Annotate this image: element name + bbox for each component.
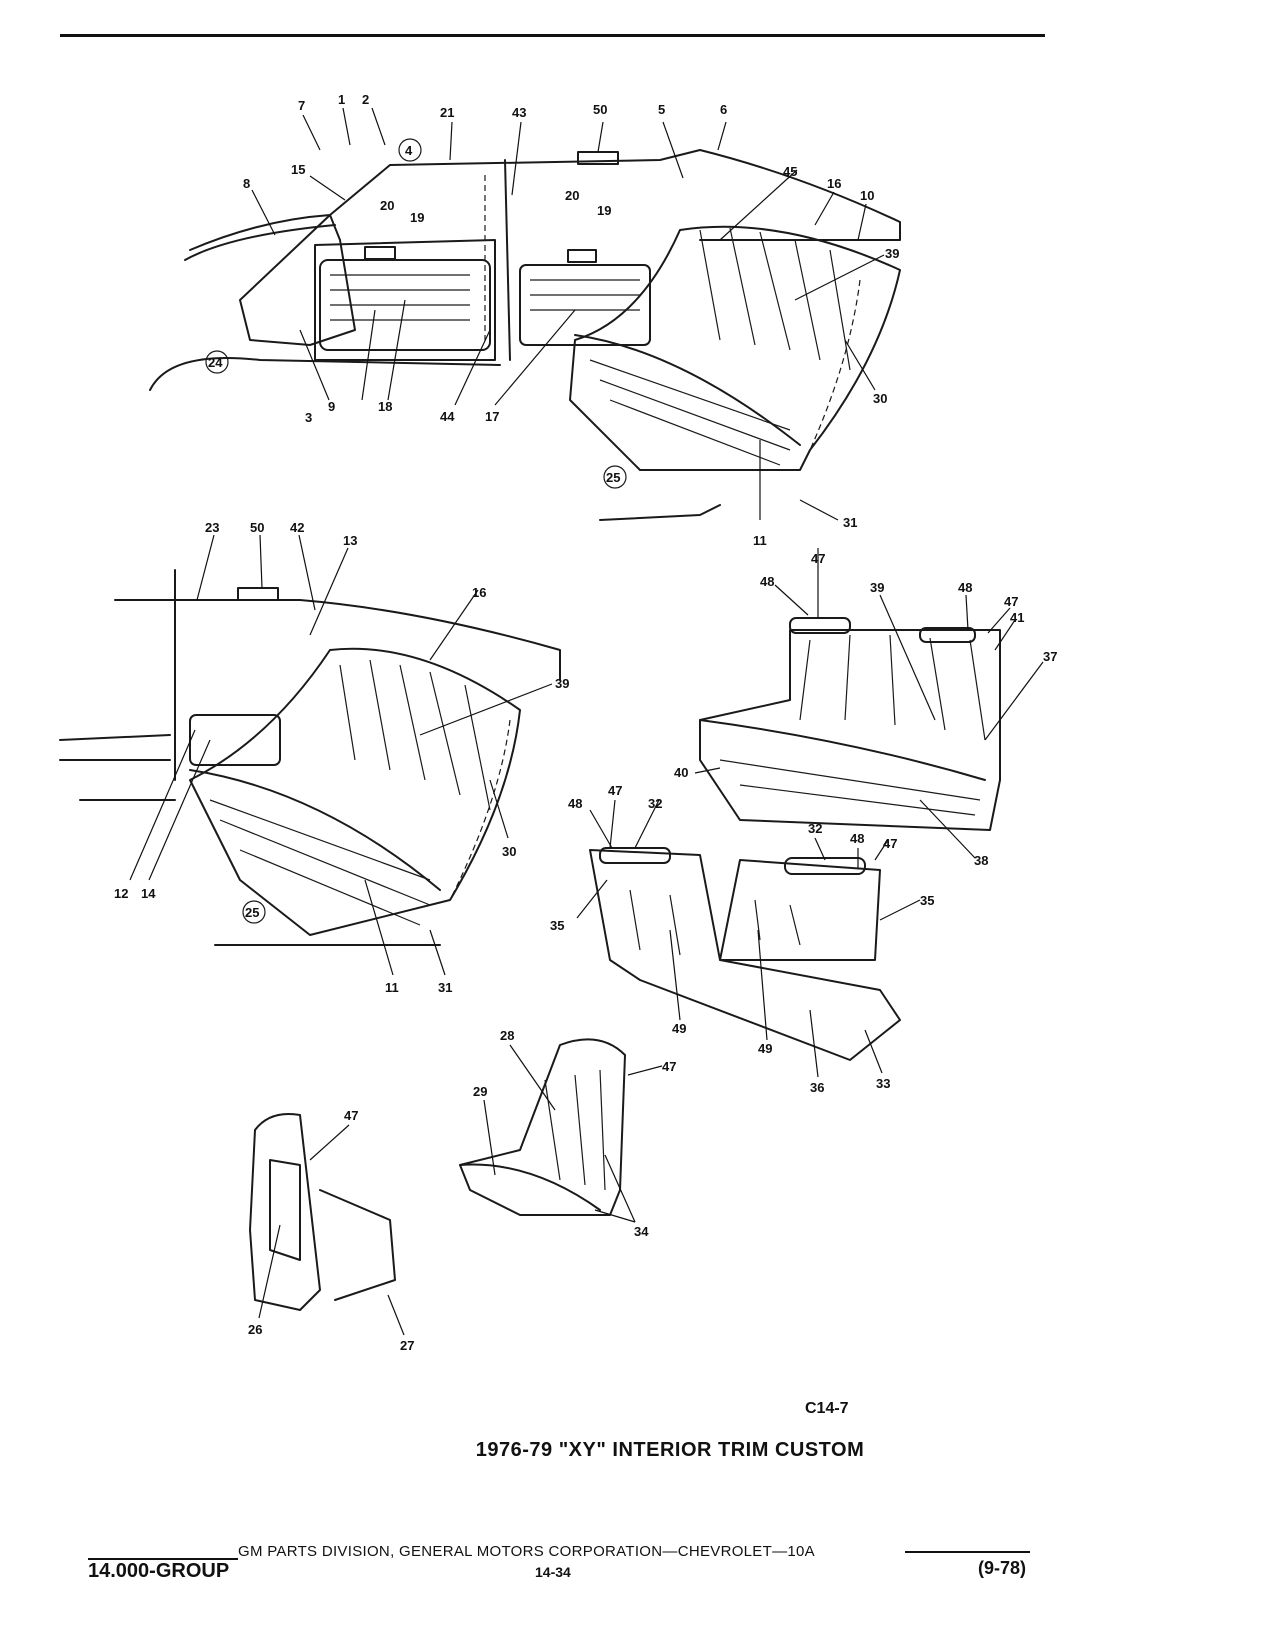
callout-circle — [603, 465, 627, 489]
callout: 16 — [472, 585, 486, 600]
callout: 9 — [328, 399, 335, 414]
callout: 23 — [205, 520, 219, 535]
callout: 18 — [378, 399, 392, 414]
callout: 35 — [550, 918, 564, 933]
callout: 29 — [473, 1084, 487, 1099]
callout: 49 — [672, 1021, 686, 1036]
callouts-view4: 28 47 29 34 47 26 27 — [248, 1028, 676, 1353]
callout-circle — [242, 900, 266, 924]
callout: 42 — [290, 520, 304, 535]
callout: 19 — [597, 203, 611, 218]
callout: 15 — [291, 162, 305, 177]
callout: 40 — [674, 765, 688, 780]
callout: 38 — [974, 853, 988, 868]
callout: 43 — [512, 105, 526, 120]
callout: 11 — [385, 980, 399, 995]
callout: 17 — [485, 409, 499, 424]
callout: 28 — [500, 1028, 514, 1043]
callouts-view3: 47 48 39 48 47 41 37 40 38 48 47 32 32 4… — [550, 551, 1057, 1095]
callout-circle — [205, 350, 229, 374]
callout: 36 — [810, 1080, 824, 1095]
callout: 48 — [850, 831, 864, 846]
callout: 32 — [648, 796, 662, 811]
leader-lines — [129, 107, 1044, 1336]
callout: 31 — [843, 515, 857, 530]
callouts-view2: 23 50 42 13 16 39 12 14 30 25 11 31 — [114, 520, 569, 995]
callout: 16 — [827, 176, 841, 191]
figure-code: C14-7 — [805, 1400, 849, 1417]
callout: 47 — [608, 783, 622, 798]
footer-group: 14.000-GROUP — [88, 1560, 230, 1582]
callout: 47 — [1004, 594, 1018, 609]
footer-page-number: 14-34 — [535, 1564, 571, 1580]
callout: 47 — [811, 551, 825, 566]
callout: 1 — [338, 92, 345, 107]
callout: 14 — [141, 886, 156, 901]
callout: 6 — [720, 102, 727, 117]
callout: 4 — [405, 143, 413, 158]
callout: 2 — [362, 92, 369, 107]
callout: 30 — [502, 844, 516, 859]
callout: 3 — [305, 410, 312, 425]
callout: 24 — [208, 355, 223, 370]
view-coupe-rear-seat — [59, 569, 561, 946]
callout: 47 — [662, 1059, 676, 1074]
figure-title: 1976-79 "XY" INTERIOR TRIM CUSTOM — [475, 1439, 865, 1461]
callout: 21 — [440, 105, 454, 120]
callout: 11 — [753, 533, 767, 548]
callout: 20 — [565, 188, 579, 203]
callout: 37 — [1043, 649, 1057, 664]
callout: 48 — [568, 796, 582, 811]
callout: 47 — [883, 836, 897, 851]
view-bench-seats — [589, 617, 1001, 1061]
callout: 20 — [380, 198, 394, 213]
callout: 34 — [634, 1224, 649, 1239]
callout: 27 — [400, 1338, 414, 1353]
callout: 39 — [555, 676, 569, 691]
callout: 25 — [606, 470, 620, 485]
callout: 50 — [250, 520, 264, 535]
callout: 47 — [344, 1108, 358, 1123]
callout: 45 — [783, 164, 797, 179]
callout: 48 — [958, 580, 972, 595]
callout: 26 — [248, 1322, 262, 1337]
callout: 19 — [410, 210, 424, 225]
callout: 39 — [885, 246, 899, 261]
callout: 48 — [760, 574, 774, 589]
callout: 30 — [873, 391, 887, 406]
callout: 32 — [808, 821, 822, 836]
callout: 5 — [658, 102, 665, 117]
callout: 7 — [298, 98, 305, 113]
callout-circle — [398, 138, 422, 162]
callouts-view1: 7 1 2 4 21 43 50 5 6 15 45 8 20 19 20 19… — [205, 92, 899, 548]
footer-rule-left — [88, 1558, 238, 1560]
callout: 50 — [593, 102, 607, 117]
callout: 13 — [343, 533, 357, 548]
callout: 25 — [245, 905, 259, 920]
callout: 35 — [920, 893, 934, 908]
callout: 8 — [243, 176, 250, 191]
callout: 49 — [758, 1041, 772, 1056]
footer-date: (9-78) — [978, 1558, 1027, 1578]
callout: 12 — [114, 886, 128, 901]
callout: 31 — [438, 980, 452, 995]
footer-publisher: GM PARTS DIVISION, GENERAL MOTORS CORPOR… — [238, 1543, 815, 1560]
callout: 39 — [870, 580, 884, 595]
callout: 33 — [876, 1076, 890, 1091]
footer-rule-right — [905, 1551, 1030, 1553]
callout: 10 — [860, 188, 874, 203]
callout: 41 — [1010, 610, 1024, 625]
view-bucket-seats — [249, 1038, 626, 1311]
callout: 44 — [440, 409, 455, 424]
top-rule — [60, 34, 1045, 37]
view-sedan-interior — [149, 149, 901, 521]
